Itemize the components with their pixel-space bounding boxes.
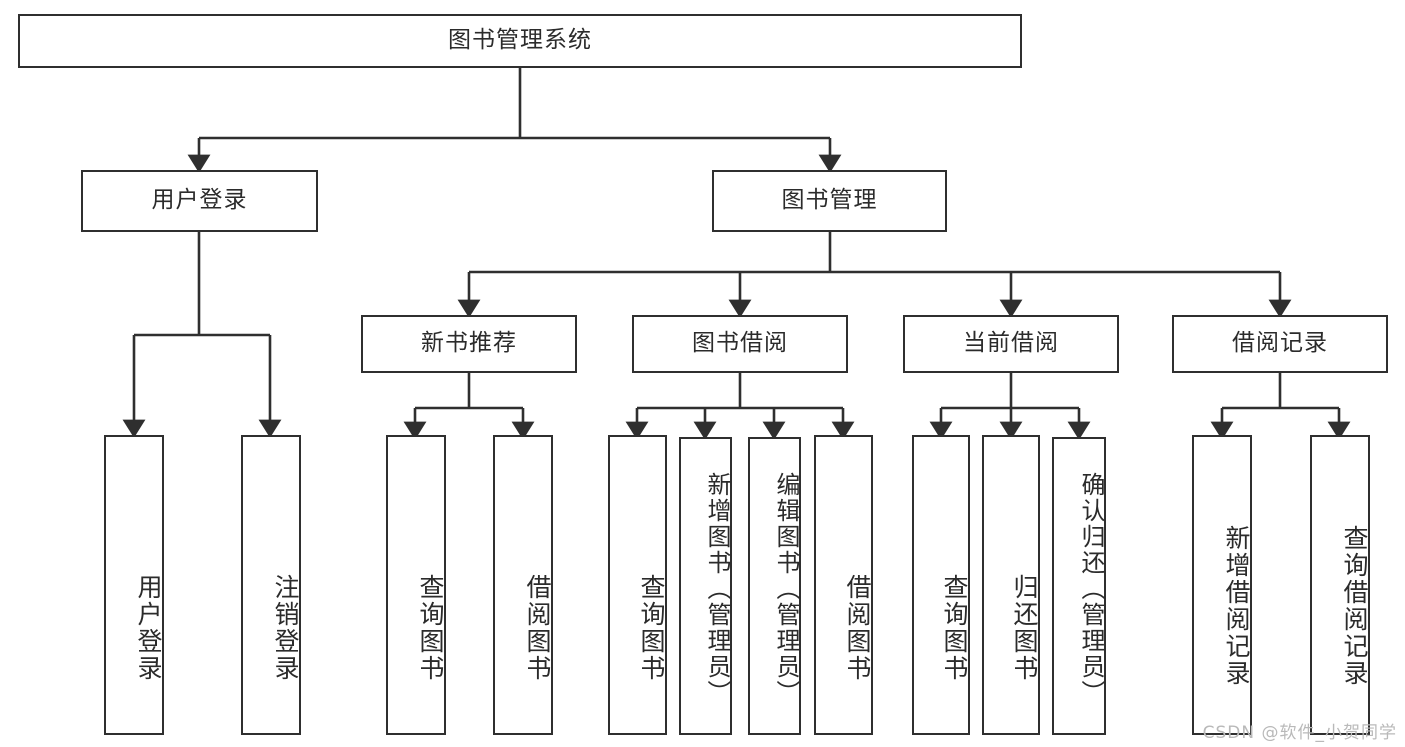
node-label: 新书推荐 bbox=[421, 330, 517, 357]
node-label: 当前借阅 bbox=[963, 330, 1059, 357]
node-label: 查询图书 bbox=[940, 574, 969, 682]
node-current-borrow[interactable]: 当前借阅 bbox=[903, 315, 1119, 373]
node-book-management[interactable]: 图书管理 bbox=[712, 170, 947, 232]
node-label: 查询图书 bbox=[637, 574, 666, 682]
node-label: 新增借阅记录 bbox=[1222, 525, 1251, 687]
leaf-current-query-book[interactable]: 查询图书 bbox=[912, 435, 970, 735]
leaf-new-book-borrow[interactable]: 借阅图书 bbox=[493, 435, 553, 735]
node-label: 新增图书（管理员） bbox=[703, 472, 731, 706]
leaf-borrow-add-book-admin[interactable]: 新增图书（管理员） bbox=[679, 437, 732, 735]
node-new-book-recommend[interactable]: 新书推荐 bbox=[361, 315, 577, 373]
node-label: 借阅图书 bbox=[843, 574, 872, 682]
leaf-user-login-login[interactable]: 用户登录 bbox=[104, 435, 164, 735]
leaf-user-login-logout[interactable]: 注销登录 bbox=[241, 435, 301, 735]
leaf-current-confirm-return-admin[interactable]: 确认归还（管理员） bbox=[1052, 437, 1106, 735]
leaf-borrow-borrow-book[interactable]: 借阅图书 bbox=[814, 435, 873, 735]
node-borrow-record[interactable]: 借阅记录 bbox=[1172, 315, 1388, 373]
leaf-current-return-book[interactable]: 归还图书 bbox=[982, 435, 1040, 735]
leaf-record-add-record[interactable]: 新增借阅记录 bbox=[1192, 435, 1252, 735]
node-label: 借阅记录 bbox=[1232, 330, 1328, 357]
node-label: 注销登录 bbox=[271, 574, 300, 682]
node-label: 查询图书 bbox=[416, 574, 445, 682]
node-user-login[interactable]: 用户登录 bbox=[81, 170, 318, 232]
node-root[interactable]: 图书管理系统 bbox=[18, 14, 1022, 68]
leaf-new-book-query[interactable]: 查询图书 bbox=[386, 435, 446, 735]
node-label: 编辑图书（管理员） bbox=[772, 472, 800, 706]
node-label: 归还图书 bbox=[1010, 574, 1039, 682]
node-label: 图书管理系统 bbox=[448, 27, 592, 54]
node-label: 用户登录 bbox=[151, 187, 248, 214]
leaf-record-query-record[interactable]: 查询借阅记录 bbox=[1310, 435, 1370, 735]
node-label: 确认归还（管理员） bbox=[1077, 472, 1105, 706]
node-book-borrow[interactable]: 图书借阅 bbox=[632, 315, 848, 373]
watermark: CSDN @软件_小贺同学 bbox=[1202, 723, 1397, 743]
leaf-borrow-query-book[interactable]: 查询图书 bbox=[608, 435, 667, 735]
node-label: 用户登录 bbox=[134, 574, 163, 682]
node-label: 图书管理 bbox=[781, 187, 878, 214]
leaf-borrow-edit-book-admin[interactable]: 编辑图书（管理员） bbox=[748, 437, 801, 735]
node-label: 查询借阅记录 bbox=[1340, 525, 1369, 687]
node-label: 图书借阅 bbox=[692, 330, 788, 357]
node-label: 借阅图书 bbox=[523, 574, 552, 682]
